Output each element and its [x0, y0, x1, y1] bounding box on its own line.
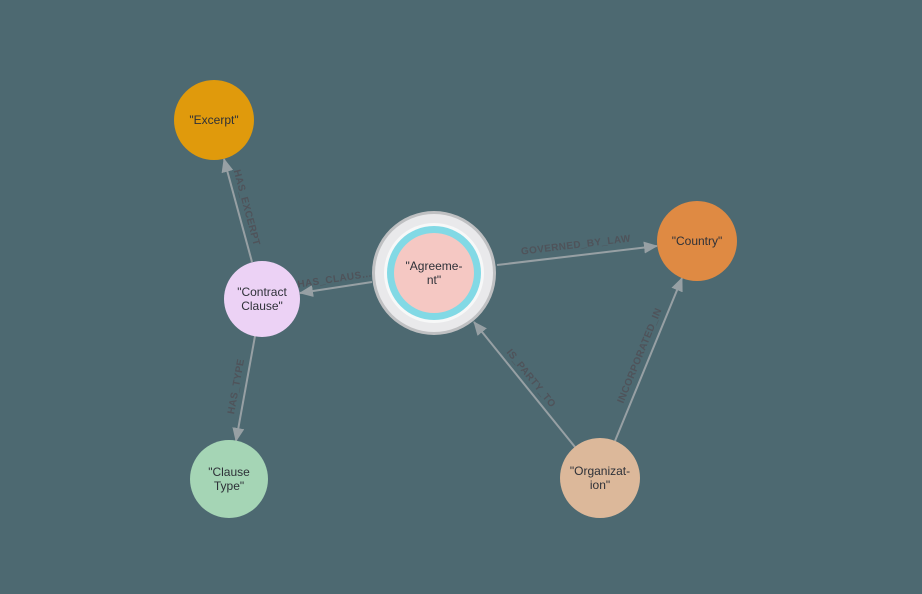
edge-line-incorporated-in[interactable]	[614, 277, 683, 442]
node-organization-label: "Organizat- ion"	[570, 464, 630, 492]
node-clause-type[interactable]: "Clause Type"	[190, 440, 268, 518]
node-agreement-halo-cyan-ring: "Agreeme- nt"	[387, 226, 481, 320]
node-agreement-halo-ring: "Agreeme- nt"	[375, 214, 493, 332]
node-agreement[interactable]: "Agreeme- nt"	[394, 233, 474, 313]
node-agreement-halo-ring: "Agreeme- nt"	[384, 223, 484, 323]
node-agreement-label-line: nt"	[426, 273, 442, 287]
edge-line-has-clause[interactable]	[299, 281, 373, 297]
node-clause-type-label-line: Type"	[213, 479, 245, 493]
edge-line-has-type[interactable]	[232, 335, 256, 442]
node-contract-clause[interactable]: "Contract Clause"	[224, 261, 300, 337]
edge-label-governed-by-law: GOVERNED_BY_LAW	[520, 233, 631, 257]
node-clause-type-label: "Clause Type"	[208, 465, 250, 493]
node-contract-clause-label: "Contract Clause"	[237, 285, 287, 313]
edge-line-is-party-to[interactable]	[473, 321, 576, 448]
node-excerpt-label-line: "Excerpt"	[189, 113, 239, 127]
node-agreement-selection-halo: "Agreeme- nt"	[372, 211, 496, 335]
edge-governed-by-law[interactable]: GOVERNED_BY_LAW	[496, 233, 658, 266]
node-organization[interactable]: "Organizat- ion"	[560, 438, 640, 518]
node-country[interactable]: "Country"	[657, 201, 737, 281]
edge-is-party-to[interactable]: IS_PARTY_TO	[473, 321, 576, 448]
edge-incorporated-in[interactable]: INCORPORATED_IN	[614, 277, 683, 442]
node-country-label-line: "Country"	[671, 234, 723, 248]
node-contract-clause-label-line: Clause"	[241, 299, 283, 313]
edge-has-type[interactable]: HAS_TYPE	[226, 335, 256, 442]
edge-label-incorporated-in: INCORPORATED_IN	[616, 307, 665, 405]
node-agreement-label-line: "Agreeme-	[405, 259, 463, 273]
node-organization-label-line: ion"	[589, 478, 611, 492]
edge-line-has-excerpt[interactable]	[221, 158, 253, 263]
node-excerpt[interactable]: "Excerpt"	[174, 80, 254, 160]
edge-label-is-party-to: IS_PARTY_TO	[504, 347, 558, 410]
node-country-label: "Country"	[672, 234, 723, 248]
edge-has-clause[interactable]: HAS_CLAUS…	[297, 269, 373, 297]
node-organization-label-line: "Organizat-	[569, 464, 631, 478]
node-excerpt-label: "Excerpt"	[189, 113, 238, 127]
node-clause-type-label-line: "Clause	[208, 465, 250, 479]
edge-label-has-type: HAS_TYPE	[226, 358, 247, 415]
node-agreement-label: "Agreeme- nt"	[406, 259, 463, 287]
node-contract-clause-label-line: "Contract	[237, 285, 287, 299]
edge-line-governed-by-law[interactable]	[496, 241, 658, 266]
edge-label-has-excerpt: HAS_EXCERPT	[231, 169, 262, 247]
edge-has-excerpt[interactable]: HAS_EXCERPT	[221, 158, 262, 263]
